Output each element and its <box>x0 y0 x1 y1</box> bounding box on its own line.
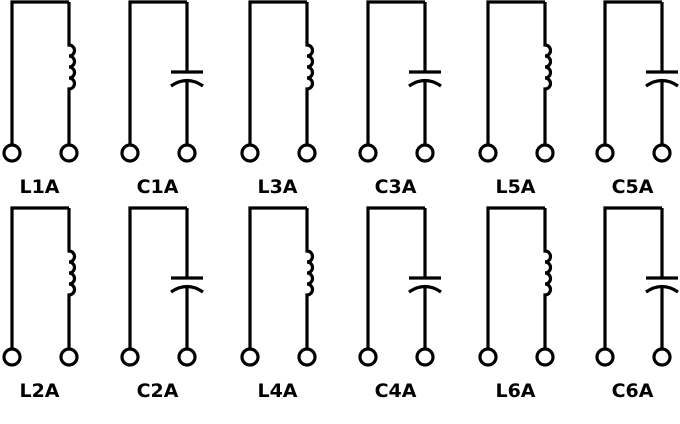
component-c1a: C1A <box>120 0 204 198</box>
terminal-left <box>120 143 140 163</box>
component-c6a: C6A <box>595 206 679 402</box>
component-c3a: C3A <box>358 0 442 198</box>
terminal-left <box>478 347 498 367</box>
component-l3a: L3A <box>240 0 317 198</box>
component-label: L5A <box>495 176 535 198</box>
component-label: C1A <box>137 176 179 198</box>
component-label: L2A <box>19 380 59 402</box>
component-l4a: L4A <box>240 206 317 402</box>
terminal-right <box>415 143 435 163</box>
component-c2a: C2A <box>120 206 204 402</box>
component-label: L6A <box>495 380 535 402</box>
wire <box>603 0 662 145</box>
component-l1a: L1A <box>2 0 79 198</box>
terminal-right <box>535 347 555 367</box>
component-label: L3A <box>257 176 297 198</box>
component-label: C6A <box>612 380 654 402</box>
terminal-left <box>2 347 22 367</box>
terminal-left <box>595 347 615 367</box>
capacitor-curved-plate <box>170 284 204 294</box>
terminal-left <box>478 143 498 163</box>
component-label: C5A <box>612 176 654 198</box>
capacitor-curved-plate <box>645 284 679 294</box>
component-label: C3A <box>375 176 417 198</box>
terminal-right <box>652 347 672 367</box>
terminal-right <box>177 143 197 163</box>
component-l5a: L5A <box>478 0 555 198</box>
component-label: C2A <box>137 380 179 402</box>
terminal-right <box>297 347 317 367</box>
component-c4a: C4A <box>358 206 442 402</box>
component-label: C4A <box>375 380 417 402</box>
component-c5a: C5A <box>595 0 679 198</box>
capacitor-curved-plate <box>408 284 442 294</box>
inductor-coil <box>543 2 553 145</box>
wire <box>10 206 69 349</box>
terminal-left <box>358 347 378 367</box>
terminal-right <box>415 347 435 367</box>
inductor-coil <box>305 208 315 349</box>
wire <box>128 0 187 145</box>
inductor-coil <box>67 208 77 349</box>
capacitor-curved-plate <box>170 78 204 88</box>
wire <box>366 0 425 145</box>
terminal-left <box>240 347 260 367</box>
terminal-right <box>177 347 197 367</box>
terminal-left <box>358 143 378 163</box>
capacitor-curved-plate <box>645 78 679 88</box>
capacitor-curved-plate <box>408 78 442 88</box>
wire <box>603 206 662 349</box>
component-label: L4A <box>257 380 297 402</box>
inductor-coil <box>305 2 315 145</box>
terminal-left <box>120 347 140 367</box>
wire <box>10 0 69 145</box>
component-l2a: L2A <box>2 206 79 402</box>
inductor-coil <box>67 2 77 145</box>
wire <box>366 206 425 349</box>
terminal-right <box>59 347 79 367</box>
terminal-right <box>59 143 79 163</box>
terminal-left <box>595 143 615 163</box>
terminal-right <box>297 143 317 163</box>
terminal-left <box>240 143 260 163</box>
wire <box>248 206 307 349</box>
inductor-coil <box>543 208 553 349</box>
terminal-right <box>535 143 555 163</box>
wire <box>486 206 545 349</box>
component-label: L1A <box>19 176 59 198</box>
wire <box>486 0 545 145</box>
wire <box>248 0 307 145</box>
terminal-left <box>2 143 22 163</box>
component-l6a: L6A <box>478 206 555 402</box>
wire <box>128 206 187 349</box>
terminal-right <box>652 143 672 163</box>
